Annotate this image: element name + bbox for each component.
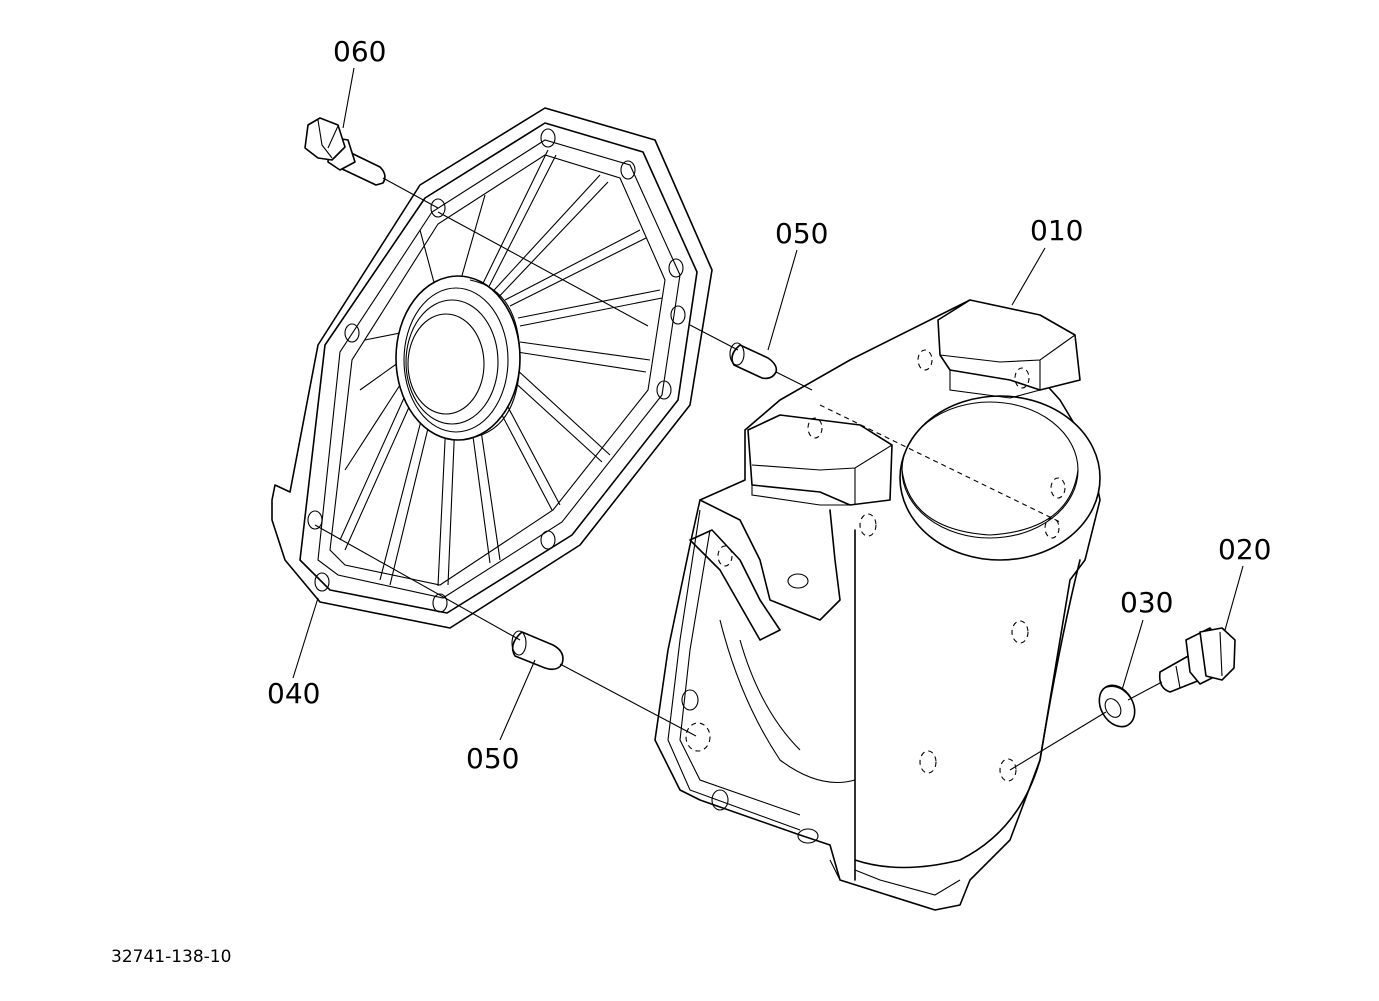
part-060-bolt (304, 117, 386, 186)
part-010-housing (654, 299, 1101, 911)
assembly-lines (314, 177, 1163, 771)
part-040-cover-plate (271, 107, 713, 629)
part-020-bolt (1158, 627, 1236, 693)
callout-060-label: 060 (333, 35, 386, 68)
callout-050-bottom-label: 050 (466, 742, 519, 775)
document-number: 32741-138-10 (111, 947, 231, 967)
part-030-washer (1098, 684, 1136, 728)
part-050-dowel-pin-top (729, 342, 778, 380)
callout-030-label: 030 (1120, 586, 1173, 619)
callout-010-label: 010 (1030, 214, 1083, 247)
callout-020-label: 020 (1218, 533, 1271, 566)
part-050-dowel-pin-bottom (511, 630, 564, 671)
callout-040-label: 040 (267, 677, 320, 710)
callout-050-top-label: 050 (775, 217, 828, 250)
leader-lines (292, 67, 1244, 741)
